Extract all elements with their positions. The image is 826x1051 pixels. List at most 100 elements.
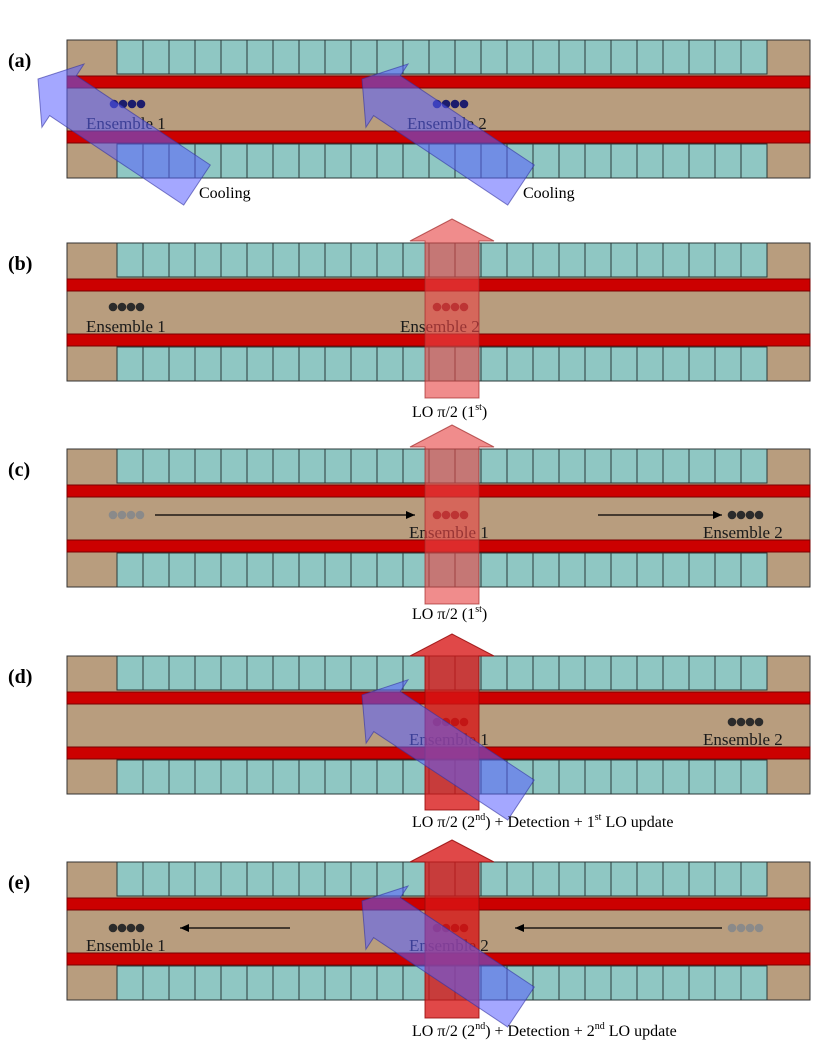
caption-superscript: st xyxy=(595,812,602,823)
electrode-segment xyxy=(610,242,638,278)
panel-label: (e) xyxy=(8,872,30,894)
electrode-segment xyxy=(688,759,716,795)
electrode-segment xyxy=(662,965,690,1001)
electrode-segment xyxy=(714,759,742,795)
electrode-segment xyxy=(584,965,612,1001)
electrode-segment xyxy=(558,759,586,795)
electrode-segment xyxy=(142,861,170,897)
electrode-segment xyxy=(376,143,404,179)
electrode-segment xyxy=(272,242,300,278)
electrode-segment xyxy=(714,143,742,179)
electrode-segment xyxy=(168,242,196,278)
electrode-segment xyxy=(376,861,404,897)
ensemble-2-label: Ensemble 2 xyxy=(703,523,783,542)
electrode-segment xyxy=(532,242,560,278)
electrode-segment xyxy=(480,552,508,588)
electrode-segment xyxy=(688,448,716,484)
panel-e: (e)Ensemble 1Ensemble 2LO π/2 (2nd) + De… xyxy=(8,839,811,1040)
cooling-beam-2 xyxy=(361,63,535,206)
electrode-segment xyxy=(376,759,404,795)
electrode-segment xyxy=(324,448,352,484)
electrode-segment xyxy=(584,346,612,382)
ensemble-1-ions xyxy=(127,99,137,109)
rf-rail-top xyxy=(66,75,811,89)
ensemble-1-ions xyxy=(135,302,145,312)
electrode-segment xyxy=(194,759,222,795)
electrode-segment xyxy=(350,143,378,179)
panel-label: (a) xyxy=(8,50,31,72)
electrode-segment xyxy=(298,965,326,1001)
transport-arrow-ensemble-1-head xyxy=(180,924,189,932)
electrode-segment xyxy=(194,346,222,382)
ensemble-2-ions xyxy=(754,510,764,520)
panel-b: (b)Ensemble 1Ensemble 2LO π/2 (1st) xyxy=(8,218,811,421)
electrode-segment xyxy=(324,861,352,897)
electrode-segment xyxy=(584,552,612,588)
caption-text: ) xyxy=(482,606,487,623)
electrode-segment xyxy=(324,242,352,278)
electrode-segment xyxy=(688,39,716,75)
electrode-segment xyxy=(688,655,716,691)
electrode-segment xyxy=(610,448,638,484)
electrode-segment xyxy=(298,655,326,691)
panel-label: (c) xyxy=(8,459,30,481)
electrode-segment xyxy=(506,448,534,484)
electrode-segment xyxy=(116,861,144,897)
electrode-segment xyxy=(116,655,144,691)
electrode-segment xyxy=(636,965,664,1001)
ensemble-1-ions xyxy=(126,302,136,312)
electrode-segment xyxy=(142,39,170,75)
ensemble-1-ions xyxy=(117,302,127,312)
electrode-segment xyxy=(194,448,222,484)
panel-c: (c)Ensemble 1Ensemble 2LO π/2 (1st) xyxy=(8,424,811,623)
electrode-segment xyxy=(688,861,716,897)
electrode-segment xyxy=(558,861,586,897)
electrode-segment xyxy=(168,655,196,691)
electrode-segment xyxy=(246,448,274,484)
electrode-segment xyxy=(714,552,742,588)
electrode-segment xyxy=(532,346,560,382)
electrode-segment xyxy=(298,552,326,588)
electrode-segment xyxy=(532,552,560,588)
electrode-segment xyxy=(740,759,768,795)
electrode-segment xyxy=(584,655,612,691)
electrode-segment xyxy=(558,552,586,588)
ensemble-2-ions xyxy=(727,510,737,520)
electrode-segment xyxy=(324,655,352,691)
electrode-segment xyxy=(298,861,326,897)
electrode-segment xyxy=(220,39,248,75)
electrode-segment xyxy=(142,552,170,588)
detection-beam xyxy=(361,678,535,821)
lo-laser-beam xyxy=(409,218,495,399)
electrode-segment xyxy=(272,552,300,588)
electrode-segment xyxy=(246,759,274,795)
electrode-segment xyxy=(272,448,300,484)
electrode-segment xyxy=(740,448,768,484)
electrode-segment xyxy=(662,242,690,278)
electrode-segment xyxy=(272,965,300,1001)
ensemble-1-start-ghost xyxy=(126,510,136,520)
electrode-segment xyxy=(116,346,144,382)
electrode-segment xyxy=(168,552,196,588)
electrode-segment xyxy=(480,448,508,484)
electrode-segment xyxy=(740,39,768,75)
electrode-segment xyxy=(532,448,560,484)
electrode-segment xyxy=(298,346,326,382)
electrode-segment xyxy=(298,143,326,179)
electrode-segment xyxy=(220,242,248,278)
caption-superscript: nd xyxy=(475,812,485,823)
caption-text: ) + Detection + 1 xyxy=(485,814,595,831)
electrode-segment xyxy=(610,552,638,588)
panel-d: (d)Ensemble 1Ensemble 2LO π/2 (2nd) + De… xyxy=(8,633,811,831)
electrode-segment xyxy=(272,143,300,179)
lo-laser-beam xyxy=(409,424,495,605)
ensemble-2-ions xyxy=(727,717,737,727)
electrode-segment xyxy=(220,965,248,1001)
electrode-segment xyxy=(714,242,742,278)
ensemble-1-ions xyxy=(108,923,118,933)
electrode-segment xyxy=(142,655,170,691)
electrode-segment xyxy=(246,965,274,1001)
ensemble-1-label: Ensemble 1 xyxy=(86,936,166,955)
panel-a: (a)Ensemble 1Ensemble 2CoolingCooling xyxy=(8,39,811,206)
electrode-segment xyxy=(532,861,560,897)
